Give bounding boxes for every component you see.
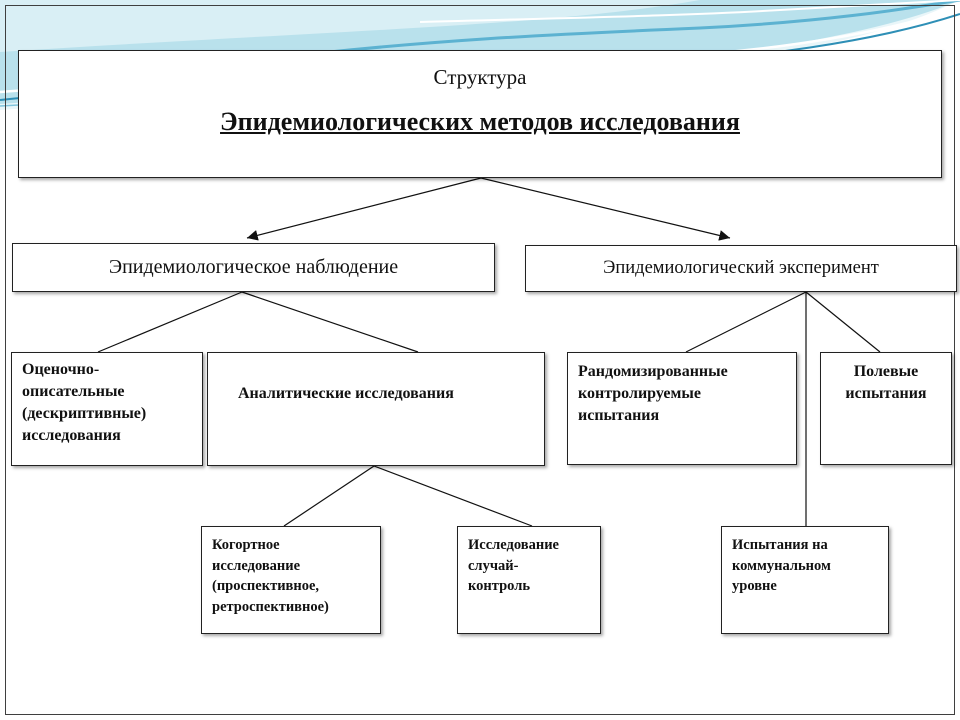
descriptive-line: описательные <box>22 383 125 401</box>
slide-frame <box>5 5 955 715</box>
line-to-cohort <box>283 465 375 527</box>
line-to-randomized <box>685 291 807 353</box>
experiment-box: Эпидемиологический эксперимент <box>525 245 957 292</box>
descriptive-line: исследования <box>22 427 121 445</box>
randomized-trials-box: Рандомизированные контролируемые испытан… <box>567 352 797 465</box>
community-line: Испытания на <box>732 537 828 553</box>
title-box: Структура Эпидемиологических методов исс… <box>18 50 942 178</box>
cohort-line: ретроспективное) <box>212 598 329 615</box>
randomized-line: Рандомизированные <box>578 363 728 380</box>
title-line-1: Структура <box>433 65 527 89</box>
field-trials-box: Полевые испытания <box>820 352 952 465</box>
descriptive-line: Оценочно- <box>22 361 100 378</box>
community-line: уровне <box>732 578 777 595</box>
community-trials-box: Испытания на коммунальном уровне <box>721 526 889 634</box>
randomized-line: контролируемые <box>578 385 701 403</box>
cohort-line: исследование <box>212 557 301 574</box>
line-to-field <box>805 291 881 353</box>
analytic-studies-box: Аналитические исследования <box>207 352 545 466</box>
analytic-label: Аналитические исследования <box>238 385 454 402</box>
arrow-to-observation <box>246 177 482 241</box>
cohort-study-box: Когортное исследование (проспективное, р… <box>201 526 381 634</box>
field-line: Полевые <box>853 363 919 380</box>
cohort-line: (проспективное, <box>212 578 320 595</box>
case-control-line: Исследование <box>468 537 559 553</box>
case-control-line: случай- <box>468 557 519 574</box>
cohort-line: Когортное <box>212 537 280 553</box>
line-to-analytic <box>241 291 419 353</box>
community-line: коммунальном <box>732 557 831 574</box>
observation-label: Эпидемиологическое наблюдение <box>108 256 399 278</box>
title-line-2: Эпидемиологических методов исследования <box>220 107 740 136</box>
arrow-to-experiment <box>480 177 731 241</box>
observation-box: Эпидемиологическое наблюдение <box>12 243 495 292</box>
line-to-descriptive <box>97 291 243 353</box>
descriptive-line: (дескриптивные) <box>22 405 147 423</box>
field-line: испытания <box>845 385 927 403</box>
case-control-box: Исследование случай- контроль <box>457 526 601 634</box>
descriptive-studies-box: Оценочно- описательные (дескриптивные) и… <box>11 352 203 466</box>
case-control-line: контроль <box>468 578 530 595</box>
experiment-label: Эпидемиологический эксперимент <box>603 258 879 278</box>
randomized-line: испытания <box>578 407 660 425</box>
line-to-case-control <box>373 465 533 527</box>
